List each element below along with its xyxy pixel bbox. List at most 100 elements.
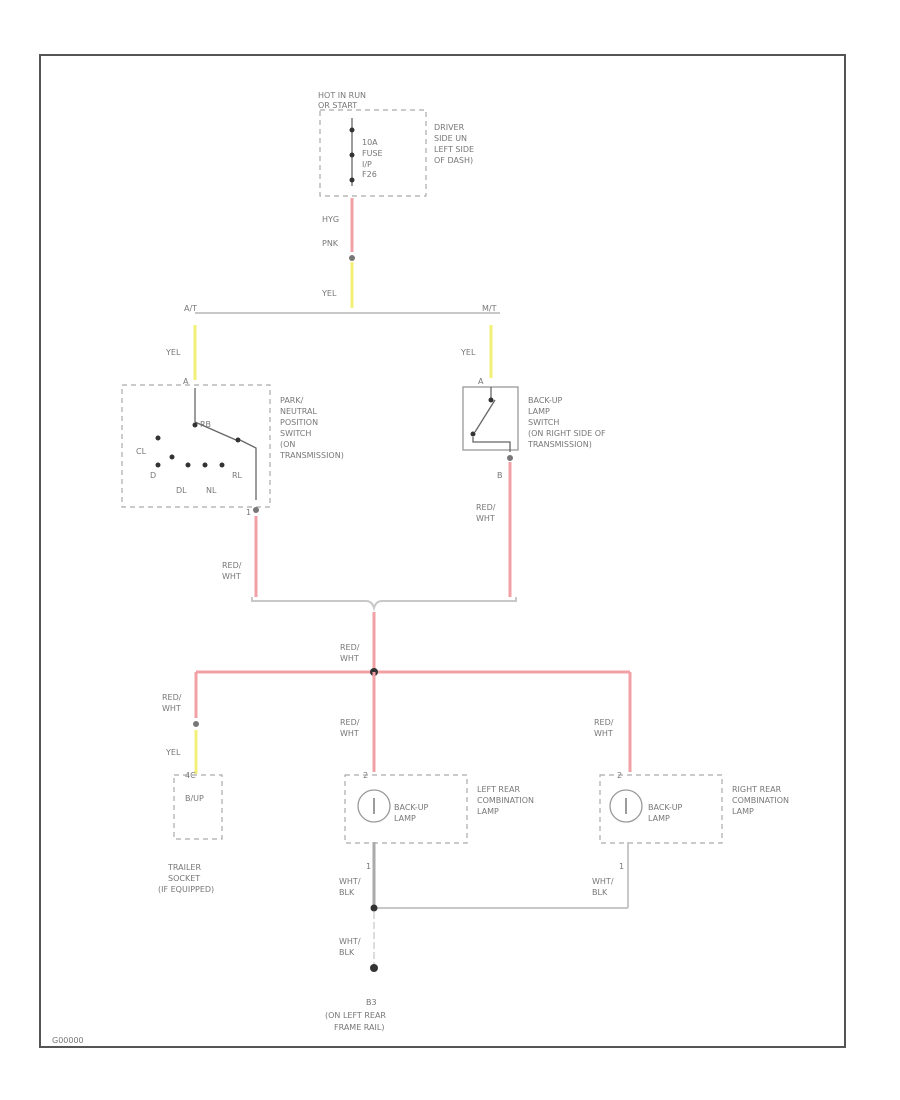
fuse-location-3: LEFT SIDE: [434, 145, 474, 154]
backup-switch-label-4: (ON RIGHT SIDE OF: [528, 429, 606, 438]
pnp-pin-1: 1: [246, 508, 251, 517]
backup-switch-pin-a: A: [478, 377, 484, 386]
pnp-contact-1: [155, 435, 161, 441]
wire-label-ground-blk: BLK: [339, 948, 355, 957]
backup-switch-pin-b: B: [497, 471, 503, 480]
backup-switch-contact-top: [488, 397, 494, 403]
left-lamp-box: [344, 774, 468, 844]
ground-location-1: (ON LEFT REAR: [325, 1011, 386, 1020]
right-rear-combination-lamp: BACK-UP LAMP RIGHT REAR COMBINATION LAMP: [599, 774, 789, 844]
ground-splice: [370, 904, 378, 912]
right-lamp-inner-1: BACK-UP: [648, 803, 683, 812]
pnp-pos-rl: RL: [232, 471, 243, 480]
wire-label-left-wht: WHT: [340, 729, 359, 738]
right-lamp-pin-1: 1: [619, 862, 624, 871]
left-lamp-label-1: LEFT REAR: [477, 785, 520, 794]
pnp-contact-5: [202, 462, 208, 468]
wire-label-trunk-wht: WHT: [340, 654, 359, 663]
fuse-location-4: OF DASH): [434, 156, 473, 165]
backup-switch-lead-bottom: [472, 437, 511, 452]
wire-label-trailer-red: RED/: [162, 693, 182, 702]
left-lamp-inner-2: LAMP: [394, 814, 416, 823]
wire-label-ground-wht: WHT/: [339, 937, 361, 946]
wire-label-trailer-wht: WHT: [162, 704, 181, 713]
trailer-socket-inner: B/UP: [185, 794, 204, 803]
pnp-contact-4: [185, 462, 191, 468]
right-lamp-label-2: COMBINATION: [732, 796, 789, 805]
bus-at-label: A/T: [184, 304, 197, 313]
wire-label-trailer-yel: YEL: [165, 748, 181, 757]
backup-lamp-switch: BACK-UP LAMP SWITCH (ON RIGHT SIDE OF TR…: [462, 386, 606, 452]
bus-mt-label: M/T: [482, 304, 497, 313]
pnp-contact-7: [235, 437, 241, 443]
backup-switch-contact-bottom: [470, 431, 476, 437]
wire-label-left-red: RED/: [340, 718, 360, 727]
wire-label-left-wht-1: WHT/: [339, 877, 361, 886]
pnp-contact-rb: [192, 422, 198, 428]
figure-code: G00000: [52, 1036, 84, 1045]
backup-switch-label-2: LAMP: [528, 407, 550, 416]
wire-label-backup-wht: WHT: [476, 514, 495, 523]
backup-switch-blade: [474, 399, 496, 433]
trailer-socket-label-3: (IF EQUIPPED): [158, 885, 214, 894]
pnp-contact-6: [219, 462, 225, 468]
fuse-terminal-mid: [349, 152, 355, 158]
park-neutral-position-switch: RB CL D DL NL RL PARK/ NEUTRAL POSITION …: [121, 384, 344, 508]
pnp-output-lead: [239, 439, 257, 500]
trailer-inline-connector: [193, 721, 199, 727]
pnp-label-5: (ON: [280, 440, 295, 449]
pnp-pin-a: A: [183, 377, 189, 386]
trailer-socket-label-2: SOCKET: [168, 874, 200, 883]
wire-label-yel-at: YEL: [165, 348, 181, 357]
wire-label-right-red: RED/: [594, 718, 614, 727]
right-lamp-inner-2: LAMP: [648, 814, 670, 823]
pnp-label-6: TRANSMISSION): [279, 451, 344, 460]
left-backup-bulb-icon: [357, 789, 391, 823]
right-lamp-box: [599, 774, 723, 844]
wire-label-pnp-red: RED/: [222, 561, 242, 570]
trailer-pin: 4C: [185, 771, 196, 780]
pnp-pos-dl: DL: [176, 486, 187, 495]
left-lamp-label-2: COMBINATION: [477, 796, 534, 805]
pnp-pos-d: D: [150, 471, 156, 480]
trailer-socket: B/UP TRAILER SOCKET (IF EQUIPPED): [158, 774, 223, 894]
ground-point-icon: [370, 964, 378, 972]
pnp-label-2: NEUTRAL: [280, 407, 317, 416]
hot-in-run-label: HOT IN RUN: [318, 91, 366, 100]
fuse-number: F26: [362, 170, 377, 179]
hot-in-run-label-2: OR START: [318, 101, 357, 110]
pnp-switch-box: [121, 384, 271, 508]
splice-bracket: [251, 597, 517, 612]
pnp-pos-cl: CL: [136, 447, 147, 456]
right-backup-bulb-icon: [609, 789, 643, 823]
fuse-box: [319, 109, 427, 197]
pnp-pos-rb: RB: [200, 420, 211, 429]
pnp-contact-3: [169, 454, 175, 460]
fuse-terminal-bottom: [349, 177, 355, 183]
pnp-contact-arm: [194, 421, 237, 441]
pnp-label-1: PARK/: [280, 396, 304, 405]
fuse-block: HOT IN RUN OR START 10A FUSE I/P F26 DRI…: [318, 91, 474, 197]
wire-label-pnk: PNK: [322, 239, 339, 248]
left-lamp-label-3: LAMP: [477, 807, 499, 816]
wire-label-right-blk: BLK: [592, 888, 608, 897]
right-lamp-label-3: LAMP: [732, 807, 754, 816]
wire-label-right-wht: WHT: [594, 729, 613, 738]
diagram-frame: [39, 54, 846, 1048]
wire-label-hyg: HYG: [322, 215, 339, 224]
ground-location-2: FRAME RAIL): [334, 1023, 384, 1032]
trailer-socket-box: [173, 774, 223, 840]
wire-label-pnp-wht: WHT: [222, 572, 241, 581]
wire-label-yel-mt: YEL: [460, 348, 476, 357]
wire-label-backup-red: RED/: [476, 503, 496, 512]
backup-switch-label-5: TRANSMISSION): [527, 440, 592, 449]
backup-switch-label-3: SWITCH: [528, 418, 559, 427]
pnp-pos-nl: NL: [206, 486, 217, 495]
fuse-location-1: DRIVER: [434, 123, 465, 132]
trailer-socket-label-1: TRAILER: [167, 863, 201, 872]
wire-label-left-blk: BLK: [339, 888, 355, 897]
backup-switch-label-1: BACK-UP: [528, 396, 563, 405]
left-lamp-inner-1: BACK-UP: [394, 803, 429, 812]
left-lamp-pin-1: 1: [366, 862, 371, 871]
